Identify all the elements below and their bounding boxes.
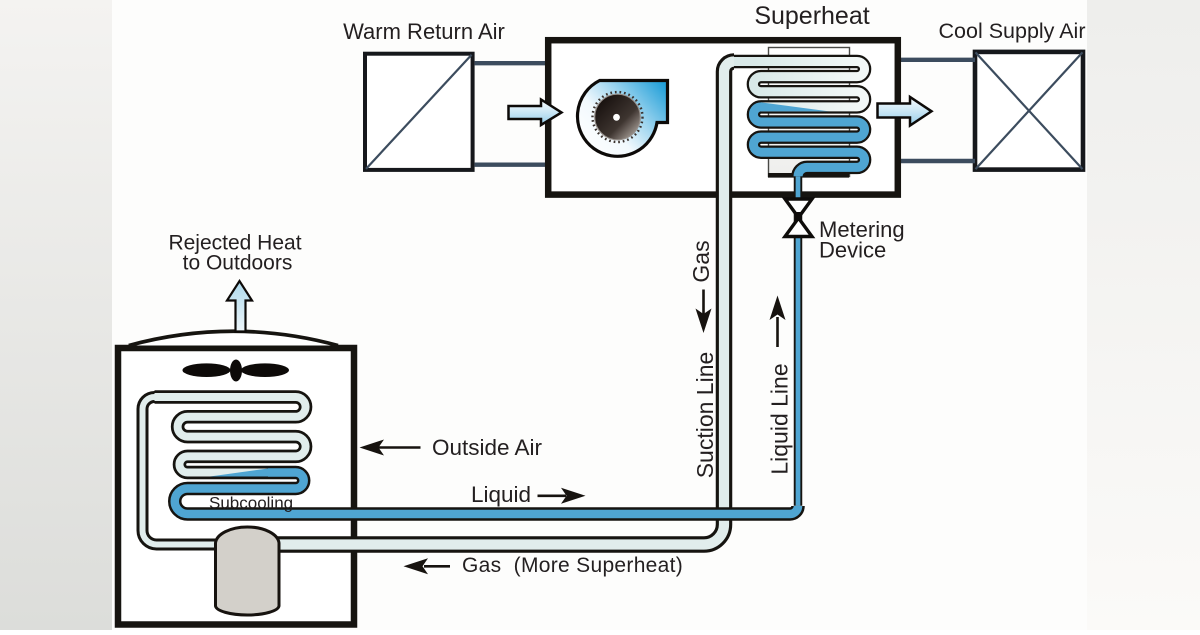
svg-text:to Outdoors: to Outdoors — [183, 252, 293, 275]
svg-text:Superheat: Superheat — [754, 2, 869, 30]
svg-text:Subcooling: Subcooling — [209, 494, 293, 513]
svg-text:Liquid: Liquid — [471, 482, 531, 507]
svg-text:Device: Device — [819, 238, 886, 263]
svg-text:Gas: Gas — [688, 240, 714, 282]
svg-text:Warm Return Air: Warm Return Air — [343, 19, 505, 44]
svg-text:Outside Air: Outside Air — [432, 435, 543, 460]
svg-text:Rejected Heat: Rejected Heat — [168, 232, 301, 255]
svg-text:Metering: Metering — [819, 217, 905, 242]
svg-text:Suction Line: Suction Line — [692, 352, 718, 479]
svg-text:Liquid Line: Liquid Line — [767, 363, 793, 474]
svg-text:Cool Supply Air: Cool Supply Air — [939, 19, 1086, 43]
svg-text:Gas (More Superheat): Gas (More Superheat) — [462, 554, 683, 577]
